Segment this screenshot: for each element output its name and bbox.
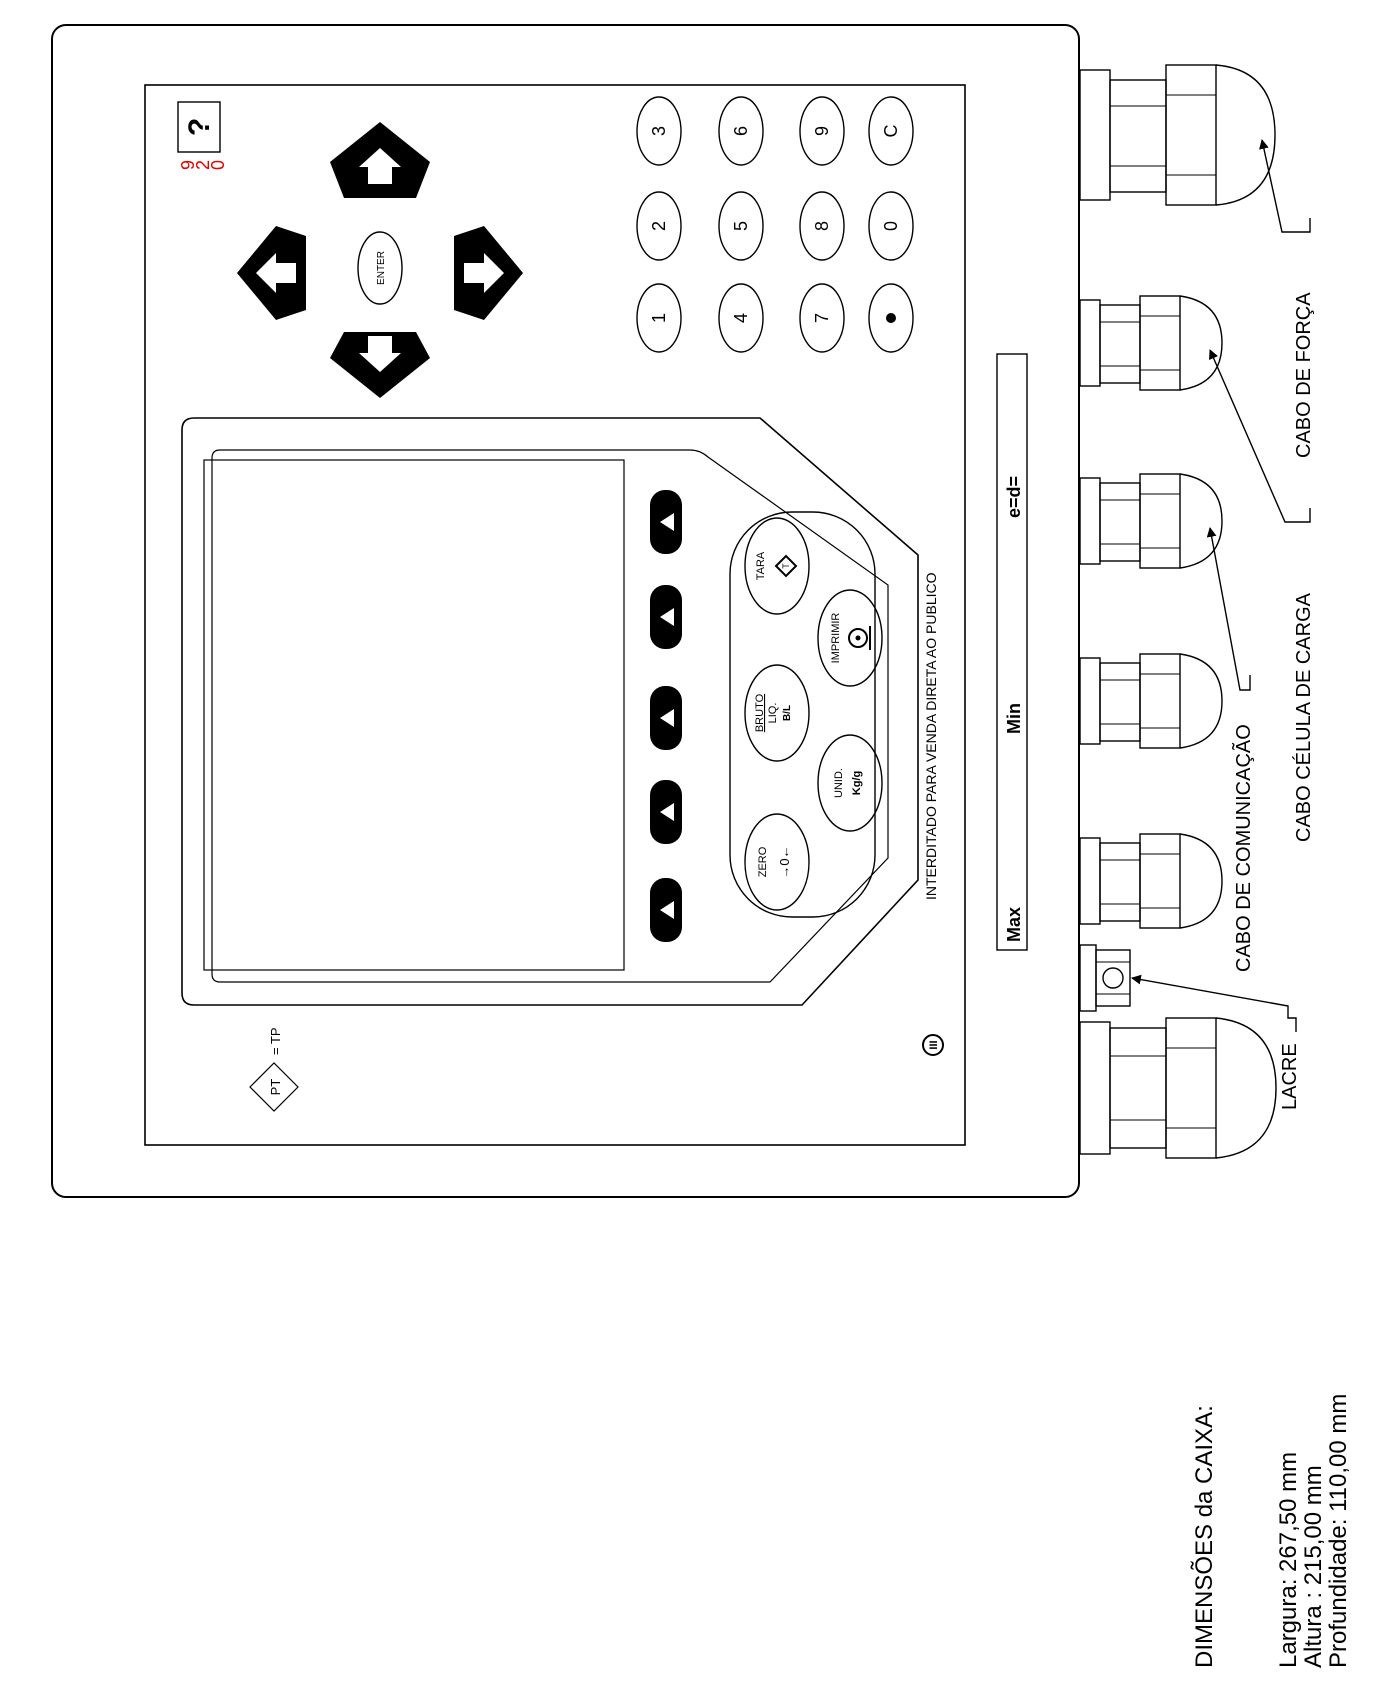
- numpad-key-3[interactable]: 3: [636, 96, 682, 166]
- pt-mark-suffix: = TP: [268, 1027, 283, 1055]
- pt-mark: PT = TP: [249, 1027, 299, 1112]
- cable-gland-6: [1079, 1017, 1277, 1159]
- numpad-key-c-label: C: [881, 125, 901, 138]
- sticker-glyph: ?: [183, 118, 216, 136]
- leader-comunicacao: [1206, 527, 1251, 691]
- plate-max: Max: [1004, 907, 1024, 942]
- numpad-key-0[interactable]: 0: [868, 191, 914, 261]
- callout-celula: CABO CÉLULA DE CARGA: [1292, 592, 1315, 842]
- capacity-plate: [996, 353, 1028, 951]
- numpad-key-1[interactable]: 1: [636, 283, 682, 353]
- housing-outline: [51, 24, 1080, 1198]
- dimensions-largura: Largura: 267,50 mm: [1275, 1452, 1302, 1668]
- numpad-key-4-label: 4: [731, 313, 751, 323]
- dimensions-title: DIMENSÕES da CAIXA:: [1190, 1405, 1218, 1668]
- cable-gland-power: [1079, 64, 1276, 206]
- callout-lacre: LACRE: [1279, 1043, 1301, 1110]
- print-icon: [848, 626, 871, 650]
- numpad-key-5[interactable]: 5: [718, 191, 764, 261]
- numpad-key-dot[interactable]: [868, 283, 914, 353]
- cable-gland-3: [1079, 473, 1223, 569]
- sticker-digit-3: 0: [208, 160, 228, 170]
- zero-label: ZERO: [757, 846, 769, 877]
- zero-button[interactable]: ZERO →0←: [744, 813, 810, 911]
- numpad-key-0-label: 0: [881, 221, 901, 231]
- dimensions-altura: Altura : 215,00 mm: [1300, 1465, 1327, 1668]
- imprimir-label: IMPRIMIR: [830, 613, 842, 664]
- arrow-left-icon: [256, 253, 296, 293]
- numpad-key-6[interactable]: 6: [718, 96, 764, 166]
- tara-icon: [774, 554, 798, 578]
- leader-celula: [1209, 349, 1311, 523]
- class-badge: III: [922, 1034, 944, 1056]
- numpad-key-2-label: 2: [649, 221, 669, 231]
- soft-key-5[interactable]: [650, 878, 682, 942]
- plate-e: e=d=: [1004, 476, 1024, 518]
- arrow-right-icon: [464, 253, 504, 293]
- liq-label: LIQ.: [767, 703, 779, 724]
- dot-icon: [886, 313, 896, 323]
- pt-mark-symbol: PT: [268, 1079, 283, 1096]
- plate-min: Min: [1004, 703, 1024, 734]
- class-badge-text: III: [928, 1040, 940, 1049]
- numpad-key-7-label: 7: [812, 313, 832, 323]
- callout-forca: CABO DE FORÇA: [1293, 292, 1315, 458]
- seal-sticker: ? 9 2 0: [177, 101, 228, 170]
- numpad: 1 2 3 4 5 6 7 8 9 0 C: [636, 96, 914, 353]
- arrow-up-button[interactable]: [330, 122, 430, 198]
- tara-t-symbol: T: [781, 563, 791, 569]
- arrow-right-button[interactable]: [454, 226, 523, 320]
- soft-keys: [650, 490, 682, 942]
- numpad-key-9[interactable]: 9: [799, 96, 845, 166]
- arrow-up-icon: [359, 148, 401, 184]
- soft-key-3[interactable]: [650, 686, 682, 750]
- enter-label: ENTER: [376, 251, 387, 285]
- seal-lacre: [1079, 944, 1131, 1012]
- cable-gland-4: [1079, 653, 1223, 749]
- callout-comunicacao: CABO DE COMUNICAÇÃO: [1231, 724, 1255, 972]
- function-keys-frame: [729, 511, 876, 918]
- leader-lacre: [1131, 974, 1297, 1032]
- cable-gland-2: [1079, 295, 1223, 391]
- unid-button[interactable]: UNID. Kg/g: [817, 734, 883, 832]
- numpad-key-5-label: 5: [731, 221, 751, 231]
- numpad-key-c[interactable]: C: [868, 96, 914, 166]
- public-sale-notice: INTERDITADO PARA VENDA DIRETA AO PUBLICO: [923, 572, 939, 900]
- soft-key-4[interactable]: [650, 780, 682, 844]
- numpad-key-8[interactable]: 8: [799, 191, 845, 261]
- imprimir-button[interactable]: IMPRIMIR: [817, 589, 883, 687]
- soft-key-1[interactable]: [650, 490, 682, 554]
- soft-key-2[interactable]: [650, 585, 682, 649]
- zero-symbol-icon: →0←: [777, 845, 792, 878]
- numpad-key-8-label: 8: [812, 221, 832, 231]
- bl-label: B/L: [782, 705, 793, 721]
- front-panel: [144, 84, 966, 1146]
- leader-forca: [1259, 139, 1311, 233]
- arrow-left-button[interactable]: [237, 226, 306, 320]
- tara-label: TARA: [755, 551, 767, 580]
- bruto-liq-button[interactable]: BRUTO LIQ. B/L: [744, 664, 810, 762]
- numpad-key-3-label: 3: [649, 126, 669, 136]
- arrow-down-icon: [359, 336, 401, 372]
- numpad-key-1-label: 1: [649, 313, 669, 323]
- dimensions-profundidade: Profundidade: 110,00 mm: [1325, 1394, 1352, 1668]
- kg-label: Kg/g: [851, 771, 863, 795]
- arrow-down-button[interactable]: [330, 332, 430, 398]
- numpad-key-4[interactable]: 4: [718, 283, 764, 353]
- display-bezel-inner: [211, 449, 889, 983]
- numpad-key-6-label: 6: [731, 126, 751, 136]
- sticker-digit-1: 9: [178, 160, 198, 170]
- display-bezel: [181, 417, 919, 1006]
- tara-button[interactable]: TARA T: [744, 517, 810, 615]
- cable-gland-5: [1079, 833, 1223, 929]
- unid-label: UNID.: [833, 768, 845, 798]
- lcd-display: [203, 459, 625, 971]
- bruto-label: BRUTO: [754, 693, 766, 732]
- numpad-key-7[interactable]: 7: [799, 283, 845, 353]
- numpad-key-2[interactable]: 2: [636, 191, 682, 261]
- enter-button[interactable]: ENTER: [357, 231, 403, 305]
- numpad-key-9-label: 9: [812, 126, 832, 136]
- sticker-digit-2: 2: [193, 160, 213, 170]
